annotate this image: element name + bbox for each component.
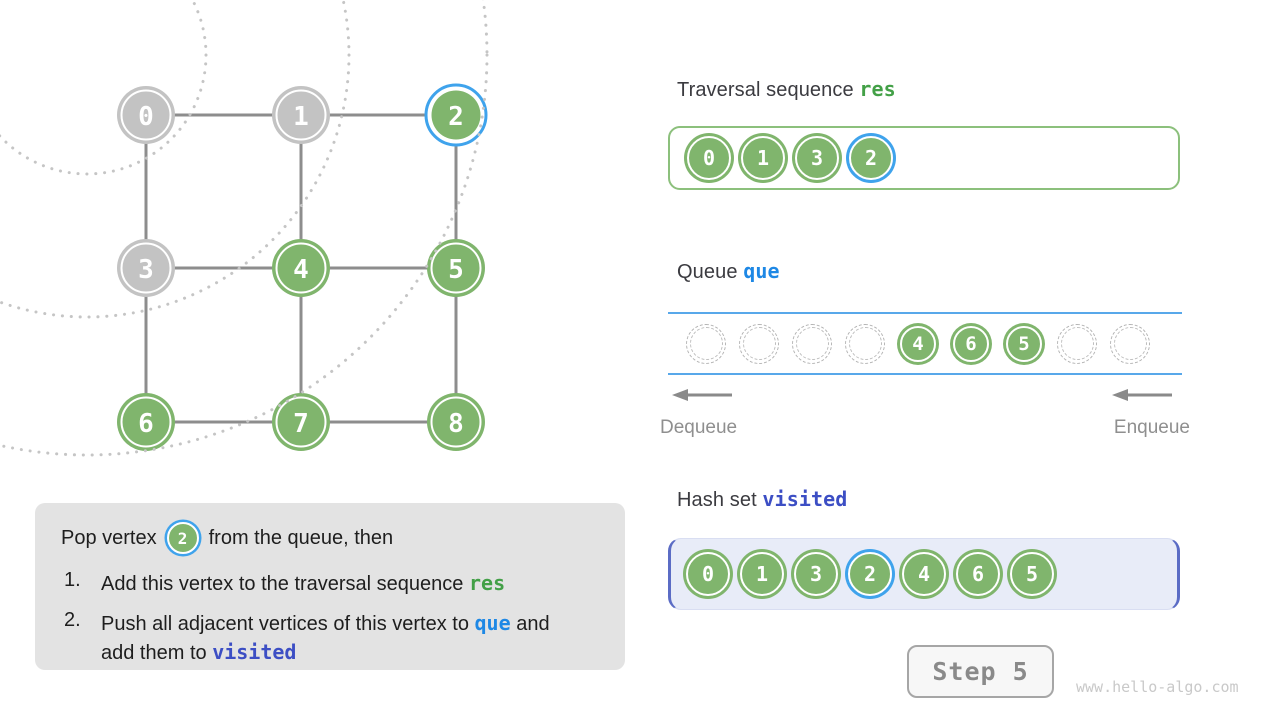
queue-slot-empty bbox=[686, 323, 726, 364]
queue-slot-empty bbox=[1110, 323, 1150, 364]
svg-text:2: 2 bbox=[448, 102, 464, 132]
level-arc bbox=[0, 0, 489, 457]
queue-title-text: Queue bbox=[677, 261, 738, 283]
graph-canvas: 0 1 2 3 4 5 6 7 8 bbox=[0, 0, 489, 457]
visited-chip-0: 0 bbox=[686, 552, 730, 596]
svg-text:5: 5 bbox=[448, 255, 464, 285]
list-item-text: Push all adjacent vertices of this verte… bbox=[101, 611, 550, 664]
queue-section-title: Queue que bbox=[677, 259, 780, 284]
sequence-chip-0: 0 bbox=[687, 136, 731, 180]
visited-chip-1: 1 bbox=[740, 552, 784, 596]
queue-slot-empty bbox=[845, 323, 885, 364]
svg-text:1: 1 bbox=[293, 102, 309, 132]
explanation-list-item: 1. Add this vertex to the traversal seque… bbox=[61, 569, 607, 598]
list-item-text: Add this vertex to the traversal sequenc… bbox=[101, 571, 506, 595]
svg-text:7: 7 bbox=[293, 409, 309, 439]
res-code-inline: res bbox=[468, 571, 506, 595]
queue-slot: 4 bbox=[898, 324, 938, 364]
list-item-number: 1. bbox=[64, 569, 81, 591]
graph-vertex-0: 0 bbox=[117, 86, 175, 144]
visited-chip-2: 2 bbox=[848, 552, 892, 596]
sequence-chip-2: 2 bbox=[849, 136, 893, 180]
explanation-box: Pop vertex 2 from the queue, then 1. Add … bbox=[35, 503, 625, 670]
traversal-section-title: Traversal sequence res bbox=[677, 77, 896, 102]
pop-prefix-text: Pop vertex bbox=[61, 526, 157, 549]
pop-suffix-text: from the queue, then bbox=[208, 526, 394, 549]
sequence-chip-1: 1 bbox=[741, 136, 785, 180]
graph-vertex-5: 5 bbox=[427, 239, 485, 297]
sequence-chip-3: 3 bbox=[795, 136, 839, 180]
explanation-pop-line: Pop vertex 2 from the queue, then bbox=[61, 522, 607, 554]
que-code-inline: que bbox=[474, 611, 511, 635]
hashset-title-text: Hash set bbox=[677, 489, 757, 511]
explanation-list: 1. Add this vertex to the traversal seque… bbox=[61, 569, 607, 667]
graph-vertex-2: 2 bbox=[424, 83, 488, 147]
step-button[interactable]: Step 5 bbox=[907, 645, 1054, 698]
pop-vertex-chip: 2 bbox=[166, 522, 199, 554]
visited-chip-6: 6 bbox=[956, 552, 1000, 596]
queue-chip-5: 5 bbox=[1006, 325, 1042, 362]
graph-vertex-7: 7 bbox=[272, 393, 330, 451]
queue-chip-6: 6 bbox=[953, 325, 989, 362]
queue-slot: 5 bbox=[1004, 324, 1044, 364]
explanation-list-item: 2. Push all adjacent vertices of this ver… bbox=[61, 609, 607, 667]
enqueue-arrow-icon bbox=[1112, 389, 1172, 401]
traversal-title-text: Traversal sequence bbox=[677, 79, 854, 101]
dequeue-arrow-icon bbox=[672, 389, 732, 401]
step-label: Step 5 bbox=[932, 657, 1029, 686]
level-arc bbox=[0, 0, 351, 319]
visited-code-inline: visited bbox=[212, 640, 297, 664]
hashset-section-title: Hash set visited bbox=[677, 487, 847, 512]
level-arc bbox=[0, 0, 208, 176]
enqueue-label: Enqueue bbox=[1113, 417, 1190, 438]
queue-slot-empty bbox=[1057, 323, 1097, 364]
visited-chip-3: 3 bbox=[794, 552, 838, 596]
res-code-label: res bbox=[859, 77, 896, 101]
graph-vertex-3: 3 bbox=[117, 239, 175, 297]
svg-text:8: 8 bbox=[448, 409, 464, 439]
watermark: www.hello-algo.com bbox=[1076, 678, 1239, 696]
graph-vertex-1: 1 bbox=[272, 86, 330, 144]
list-item-number: 2. bbox=[64, 609, 81, 631]
visited-chip-5: 5 bbox=[1010, 552, 1054, 596]
svg-text:0: 0 bbox=[138, 102, 154, 132]
que-code-label: que bbox=[743, 259, 780, 283]
graph-vertex-4: 4 bbox=[272, 239, 330, 297]
dequeue-label: Dequeue bbox=[660, 417, 738, 438]
graph-vertex-6: 6 bbox=[117, 393, 175, 451]
graph-vertex-8: 8 bbox=[427, 393, 485, 451]
queue-slot: 6 bbox=[951, 324, 991, 364]
visited-code-label: visited bbox=[762, 487, 848, 511]
svg-text:3: 3 bbox=[138, 255, 154, 285]
queue-slot-empty bbox=[739, 323, 779, 364]
visited-chip-4: 4 bbox=[902, 552, 946, 596]
queue-chip-4: 4 bbox=[900, 325, 936, 362]
svg-text:4: 4 bbox=[293, 255, 309, 285]
svg-text:6: 6 bbox=[138, 409, 154, 439]
queue-slot-empty bbox=[792, 323, 832, 364]
